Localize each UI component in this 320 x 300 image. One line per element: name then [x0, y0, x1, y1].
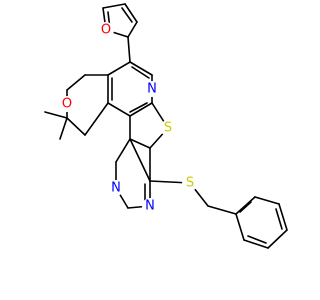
bond — [115, 138, 131, 163]
bond — [239, 201, 252, 213]
pyran-oxygen-atom: O — [59, 96, 75, 112]
bond — [243, 239, 269, 249]
bond — [129, 61, 153, 76]
bond — [66, 74, 86, 91]
bond — [129, 138, 151, 182]
bond — [127, 36, 131, 63]
thioether-sulfur-atom: S — [182, 175, 198, 191]
bond — [235, 196, 256, 215]
pyrimidine-nitrogen-top-label: N — [111, 181, 121, 196]
pyrimidine-nitrogen-bottom-atom: N — [142, 198, 158, 214]
bond — [84, 102, 109, 136]
bond — [102, 3, 126, 9]
thiophene-sulfur-label: S — [164, 121, 172, 136]
bond — [207, 205, 237, 215]
bond — [235, 213, 245, 241]
bond — [66, 117, 86, 136]
furan-oxygen-atom: O — [98, 22, 114, 38]
bond — [254, 196, 280, 205]
pyran-oxygen-label: O — [62, 97, 72, 112]
bond — [124, 3, 138, 23]
pyrimidine-nitrogen-top-atom: N — [108, 180, 124, 196]
bond — [107, 61, 131, 76]
bond — [107, 102, 131, 117]
bond — [275, 208, 283, 230]
pyrimidine-nitrogen-bottom-label: N — [145, 199, 155, 214]
furan-oxygen-label: O — [101, 23, 111, 38]
bond — [129, 102, 148, 113]
bond — [131, 66, 150, 79]
bond — [267, 229, 288, 249]
pyridine-nitrogen-atom: N — [144, 81, 160, 97]
pyridine-nitrogen-label: N — [147, 82, 157, 97]
bond-layer — [44, 3, 288, 249]
molecule-structure: O O N S N N S — [44, 3, 288, 249]
thioether-sulfur-label: S — [186, 176, 194, 191]
bond — [129, 102, 153, 117]
thiophene-sulfur-atom: S — [160, 120, 176, 136]
bond — [247, 235, 267, 244]
bond — [127, 21, 138, 38]
bond — [59, 117, 68, 140]
bond — [129, 138, 151, 149]
bond — [44, 111, 68, 119]
molecule-diagram: O O N S N N S — [44, 3, 288, 249]
atom-label-layer: O O N S N N S — [59, 22, 198, 214]
bond — [121, 7, 133, 23]
bond — [278, 203, 288, 231]
